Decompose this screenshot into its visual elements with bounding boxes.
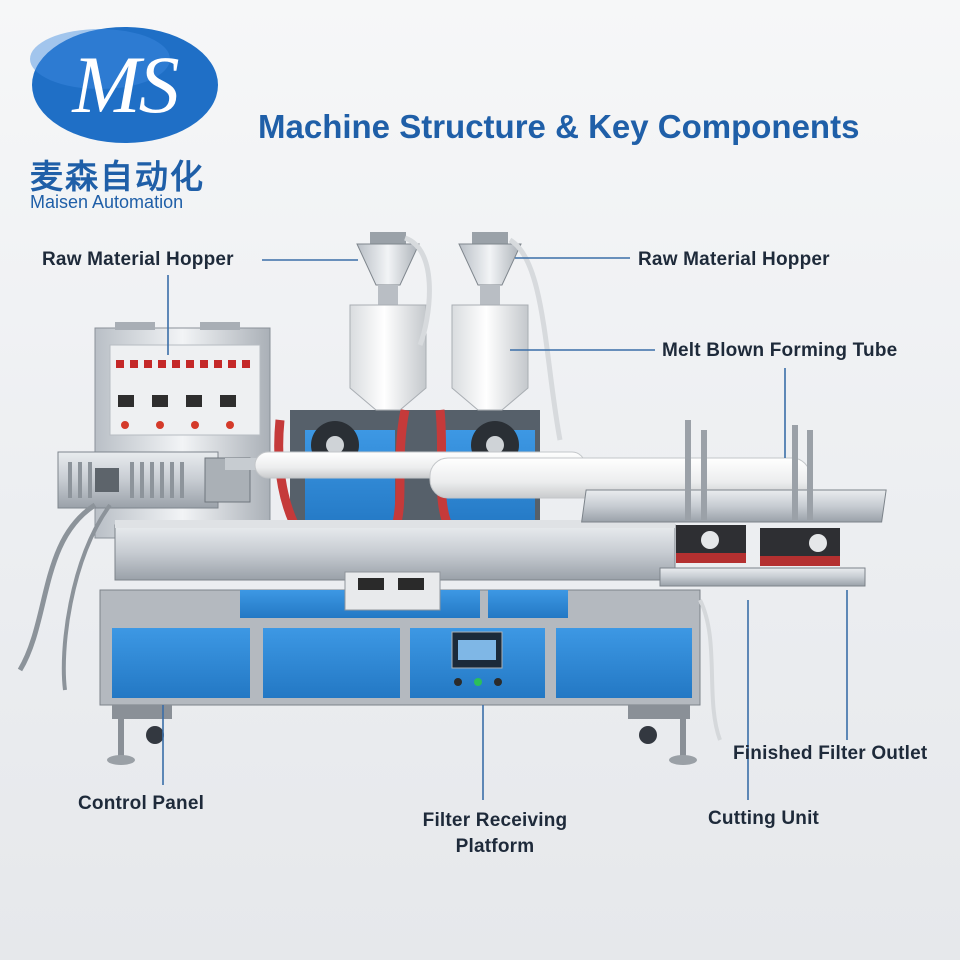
label-cutting-unit: Cutting Unit — [708, 808, 820, 829]
label-filter-receiving-line1: Filter Receiving — [422, 810, 568, 831]
label-raw-material-hopper-right: Raw Material Hopper — [638, 249, 830, 270]
cabinet-door-4 — [556, 628, 692, 698]
cabinet-door-2 — [263, 628, 400, 698]
outlet-table — [581, 489, 887, 523]
label-finished-filter-outlet: Finished Filter Outlet — [733, 743, 928, 764]
forming-bed — [114, 524, 676, 581]
hopper-right — [451, 232, 529, 411]
cutting-carriages — [676, 525, 840, 566]
maisen-logo: MS — [30, 27, 218, 143]
brand-name-chinese: 麦森自动化 — [30, 157, 205, 196]
control-buttons — [109, 344, 261, 436]
label-raw-material-hopper-left: Raw Material Hopper — [42, 249, 234, 270]
logo-text: MS — [71, 39, 178, 130]
label-control-panel: Control Panel — [78, 793, 205, 814]
heater-box — [57, 451, 219, 509]
cabinet-door-1 — [112, 628, 250, 698]
machine-frame — [17, 232, 887, 765]
temp-controller-panel — [344, 571, 441, 611]
label-melt-blown-forming-tube: Melt Blown Forming Tube — [662, 340, 898, 361]
label-filter-receiving-line2: Platform — [455, 836, 535, 857]
hopper-left — [349, 232, 427, 411]
page-title: Machine Structure & Key Components — [258, 108, 860, 145]
label-filter-receiving-platform: Filter Receiving Platform — [395, 808, 595, 860]
brand-name-english: Maisen Automation — [30, 192, 184, 212]
